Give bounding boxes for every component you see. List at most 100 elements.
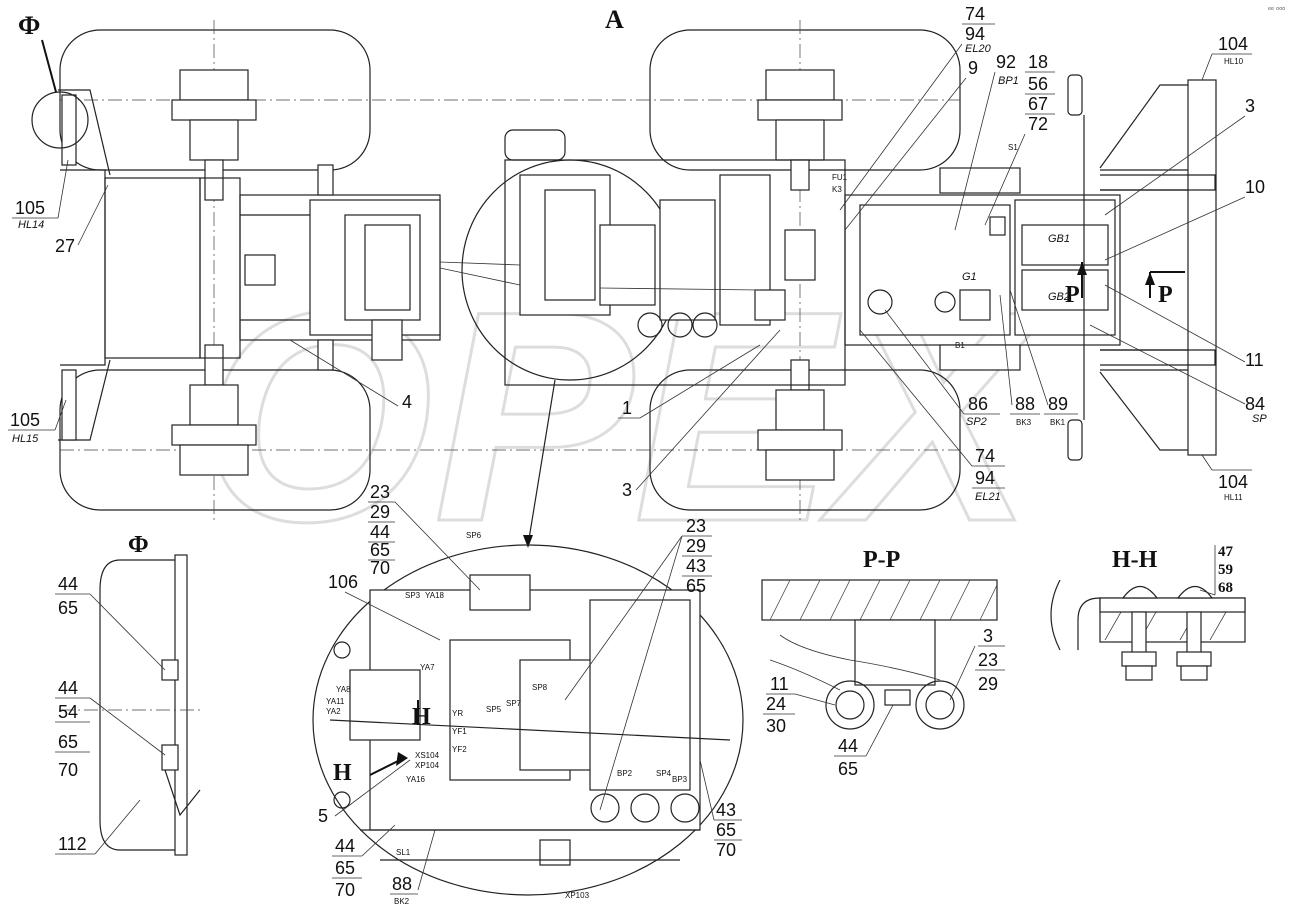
callout-86: 86 — [968, 394, 988, 414]
callout-74-top: 74 — [965, 4, 985, 24]
detail-callout-23-right: 23 — [686, 516, 706, 536]
pp-callout-23: 23 — [978, 650, 998, 670]
battery-box — [1014, 199, 1116, 336]
label-ya16: YA16 — [406, 775, 426, 784]
detail-f-callout-112: 112 — [58, 834, 87, 854]
label-ya8: YA8 — [336, 685, 351, 694]
detail-callout-43-right: 43 — [686, 556, 706, 576]
label-bp2: BP2 — [617, 769, 633, 778]
callout-94-bottom: 94 — [975, 468, 995, 488]
callout-hl15: HL15 — [12, 433, 39, 445]
label-sp7: SP7 — [506, 699, 522, 708]
callout-18: 18 — [1028, 52, 1048, 72]
callout-sp2: SP2 — [966, 416, 987, 428]
detail-callouts: 23 29 44 65 70 106 23 29 43 65 5 44 65 7… — [318, 482, 742, 906]
detail-callout-44-bottom: 44 — [335, 836, 355, 856]
callout-3-bottom: 3 — [622, 480, 632, 500]
label-ya18: YA18 — [425, 591, 445, 600]
callout-72: 72 — [1028, 114, 1048, 134]
detail-callout-70-left: 70 — [370, 558, 390, 578]
plan-callouts: 74 94 EL20 9 92 BP1 18 56 67 72 104 HL10… — [8, 4, 1267, 503]
rear-hub-bottom — [171, 344, 257, 476]
label-sp4: SP4 — [656, 769, 672, 778]
section-p-marker: Р Р — [1065, 262, 1185, 308]
section-p-label-left: Р — [1065, 282, 1080, 308]
pp-callout-11: 11 — [770, 674, 789, 694]
hh-callout-59: 59 — [1218, 562, 1233, 578]
section-pp-title: Р-Р — [863, 547, 900, 573]
detail-f-circle — [31, 91, 89, 149]
label-xp103: XP103 — [565, 891, 590, 900]
label-sp3: SP3 — [405, 591, 421, 600]
callout-67: 67 — [1028, 94, 1048, 114]
callout-hl10: HL10 — [1224, 57, 1244, 66]
label-gb1: GB1 — [1048, 233, 1070, 245]
callout-hl11: HL11 — [1224, 493, 1243, 502]
callout-105-bottom: 105 — [10, 410, 40, 430]
detail-f-callout-65-top: 65 — [58, 598, 78, 618]
detail-f-callout-54: 54 — [58, 702, 78, 722]
front-frame — [844, 167, 1121, 371]
detail-callout-70-bottom-right: 70 — [716, 840, 736, 860]
detail-f-marker: Ф — [18, 11, 40, 40]
pp-callout-24: 24 — [766, 694, 786, 714]
detail-callout-65-bottom: 65 — [335, 858, 355, 878]
detail-callout-5: 5 — [318, 806, 328, 826]
section-h-label-right: Н — [412, 704, 431, 730]
label-s1: S1 — [1008, 143, 1018, 152]
pp-callout-30: 30 — [766, 716, 786, 736]
detail-callout-65-right: 65 — [686, 576, 706, 596]
hh-callout-47: 47 — [1218, 544, 1234, 560]
pp-callout-3: 3 — [983, 626, 993, 646]
callout-bk3: BK3 — [1016, 418, 1032, 427]
callout-94-top: 94 — [965, 24, 985, 44]
callout-92: 92 — [996, 52, 1016, 72]
rear-hub-top — [171, 69, 257, 201]
front-hub-bottom — [757, 359, 843, 481]
detail-callout-44-left: 44 — [370, 522, 390, 542]
label-sl1: SL1 — [396, 848, 411, 857]
callout-hl14: HL14 — [18, 219, 44, 231]
detail-callout-70-bottom: 70 — [335, 880, 355, 900]
callout-9: 9 — [968, 58, 978, 78]
callout-el21: EL21 — [975, 491, 1001, 503]
section-h-label-left: Н — [333, 760, 352, 786]
section-pp: Р-Р 3 23 29 11 24 30 44 65 — [761, 547, 1005, 779]
label-xs104: XS104 — [415, 751, 440, 760]
label-b1: B1 — [955, 341, 965, 350]
callout-84: 84 — [1245, 394, 1265, 414]
callout-74-bottom: 74 — [975, 446, 995, 466]
label-yf2: YF2 — [452, 745, 467, 754]
label-xp104: XP104 — [415, 761, 440, 770]
label-sp8: SP8 — [532, 683, 548, 692]
detail-callout-65-bottom-right: 65 — [716, 820, 736, 840]
callout-sp: SP — [1252, 413, 1267, 425]
detail-callout-65-left: 65 — [370, 540, 390, 560]
section-hh: Н-Н 47 59 68 — [1050, 544, 1246, 681]
label-ya11: YA11 — [326, 697, 345, 706]
callout-88-top: 88 — [1015, 394, 1035, 414]
pp-callout-44: 44 — [838, 736, 858, 756]
corner-mark: ᵉᵉ ᵒᵒᵒ — [1268, 5, 1285, 14]
detail-callout-106: 106 — [328, 572, 358, 592]
front-hub-top — [757, 69, 843, 191]
detail-f-callout-65: 65 — [58, 732, 78, 752]
hh-callout-68: 68 — [1218, 580, 1233, 596]
callout-11: 11 — [1245, 350, 1264, 370]
section-hh-title: Н-Н — [1112, 547, 1158, 573]
detail-f-callout-44: 44 — [58, 678, 78, 698]
label-yf1: YF1 — [452, 727, 467, 736]
callout-3-top: 3 — [1245, 96, 1255, 116]
callout-104-bottom: 104 — [1218, 472, 1248, 492]
detail-enlargement: Н Н SP6 SP3 YA18 YA7 YA8 YA11 YA2 YR YF1… — [312, 379, 744, 900]
detail-callout-43-bottom: 43 — [716, 800, 736, 820]
label-sp6: SP6 — [466, 531, 482, 540]
detail-callout-88: 88 — [392, 874, 412, 894]
label-k3: K3 — [832, 185, 842, 194]
callout-bk1: BK1 — [1050, 418, 1066, 427]
detail-f-callout-44-top: 44 — [58, 574, 78, 594]
plan-view: Р Р А ᵉᵉ ᵒᵒᵒ Ф FU1 K3 S1 GB1 GB2 G1 B1 — [18, 5, 1285, 520]
callout-56: 56 — [1028, 74, 1048, 94]
label-bp3: BP3 — [672, 775, 688, 784]
